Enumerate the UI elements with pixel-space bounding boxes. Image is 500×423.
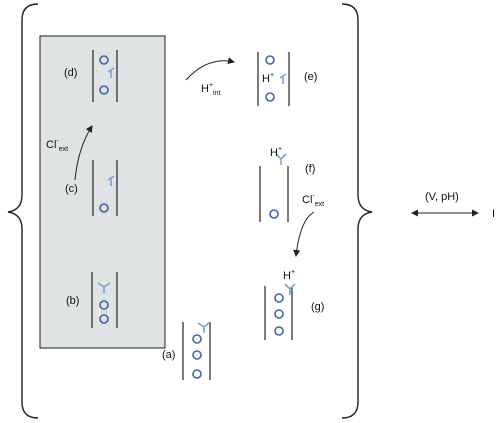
h-label-e: H+ [262,72,274,85]
channel-state-a [182,321,211,380]
current-letter: I [492,208,495,220]
channel-state-f [259,153,289,222]
gate-icon [107,175,115,186]
cl-ext-label-right: Cl-ext [302,193,324,208]
right-curly-brace [341,3,373,419]
cl-ext-arrow-right [293,211,315,257]
channel-state-c [92,160,118,216]
h-label-f: H+ [270,146,282,159]
cl-ext-arrow-left [74,125,93,181]
h-int-label: H+int [201,82,220,97]
channel-state-e [257,52,290,106]
gate-icon [279,73,287,84]
channel-state-d [92,50,118,102]
condition-label: (V, pH) [425,191,459,203]
left-curly-brace [7,3,39,419]
label-f: (f) [305,163,315,175]
h-label-g: H+ [283,269,295,282]
channel-state-b [91,272,118,328]
gate-icon [275,153,287,165]
label-e: (e) [304,71,317,83]
gate-icon [107,67,115,78]
cl-ext-label-left: Cl-ext [46,138,68,153]
h-int-arrow [185,57,235,81]
label-a: (a) [162,349,175,361]
label-c: (c) [65,183,78,195]
gate-icon [197,321,211,333]
gate-icon [97,282,111,293]
channel-state-g [264,283,296,340]
label-b: (b) [66,295,79,307]
shaded-panel [39,35,166,349]
gate-icon [284,283,296,295]
label-d: (d) [64,67,77,79]
label-g: (g) [311,301,324,313]
